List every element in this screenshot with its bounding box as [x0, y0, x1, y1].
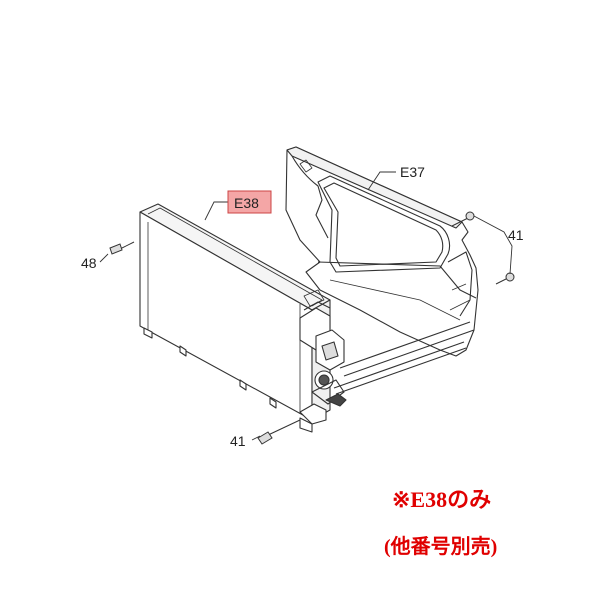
note-e38-only: ※E38のみ — [392, 487, 492, 512]
screw-41-lower — [495, 272, 515, 285]
screw-48 — [109, 241, 135, 255]
label-41-bottom: 41 — [230, 433, 246, 449]
label-e38: E38 — [234, 195, 259, 211]
front-box-e38 — [139, 203, 347, 433]
label-41-right: 41 — [508, 227, 524, 243]
label-e37: E37 — [400, 164, 425, 180]
guide-rods — [333, 321, 475, 395]
rear-panel-e37 — [285, 146, 479, 357]
label-48: 48 — [81, 255, 97, 271]
leader-lines — [99, 171, 513, 441]
note-others-sold-separately: (他番号別売) — [384, 536, 498, 558]
screw-41-bottom — [257, 419, 301, 445]
e38-highlight — [227, 190, 272, 214]
